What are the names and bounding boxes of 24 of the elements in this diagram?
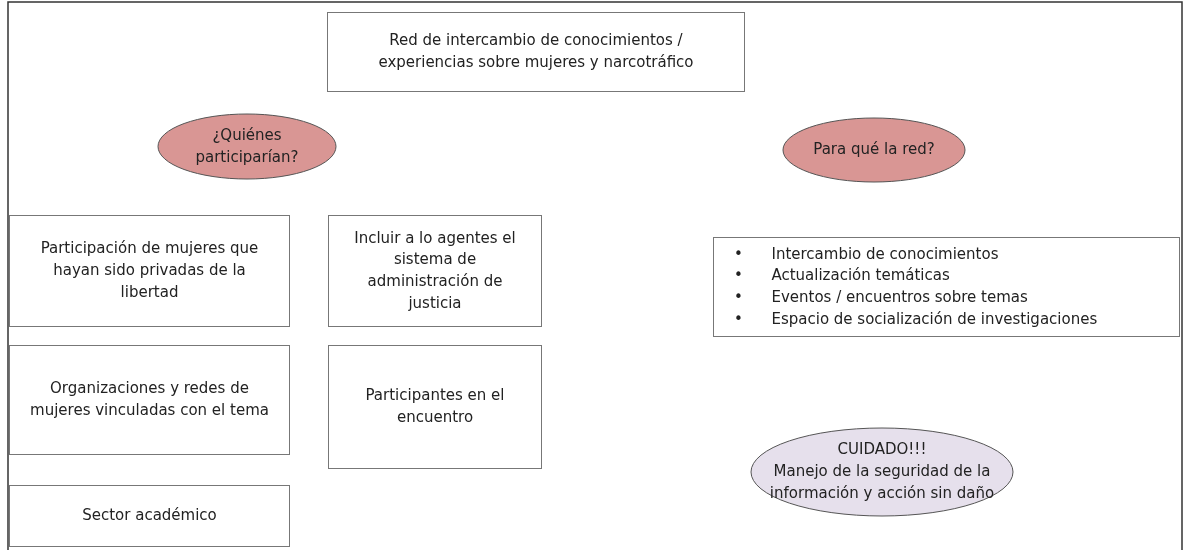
text-box: [328, 345, 542, 469]
ellipse-shape: [750, 427, 1014, 517]
box-text: Incluir a lo agentes el sistema de administración de justicia: [353, 227, 517, 314]
box-text: Sector académico: [81, 505, 218, 527]
text-box: [9, 345, 290, 455]
bullet-item: • Espacio de socialización de investigaciones: [734, 308, 1098, 330]
ellipse-text: Para qué la red?: [812, 139, 936, 161]
ellipse-text: ¿Quiénes participarían?: [194, 124, 300, 168]
box-text: Red de intercambio de conocimientos / experiencias sobre mujeres y narcotráfico: [377, 30, 695, 73]
ellipse-text: CUIDADO!!!: [836, 439, 928, 461]
text-box: [9, 485, 290, 547]
box-text: Participación de mujeres que hayan sido privadas de la libertad: [39, 238, 260, 303]
list-box: [713, 237, 1180, 337]
bullet-item: • Intercambio de conocimientos: [734, 243, 1000, 265]
text-box: [328, 215, 542, 327]
ellipse-shape: [782, 117, 966, 183]
bullet-item: • Actualización temáticas: [734, 265, 951, 287]
ellipse-text: Manejo de la seguridad de la información y acción sin daño: [768, 461, 996, 504]
bullet-item: • Eventos / encuentros sobre temas: [734, 287, 1029, 308]
box-text: Participantes en el encuentro: [364, 385, 506, 428]
box-text: Organizaciones y redes de mujeres vinculadas con el tema: [29, 378, 270, 421]
text-box: [327, 12, 745, 92]
ellipse-shape: [157, 113, 337, 180]
text-box: [9, 215, 290, 327]
